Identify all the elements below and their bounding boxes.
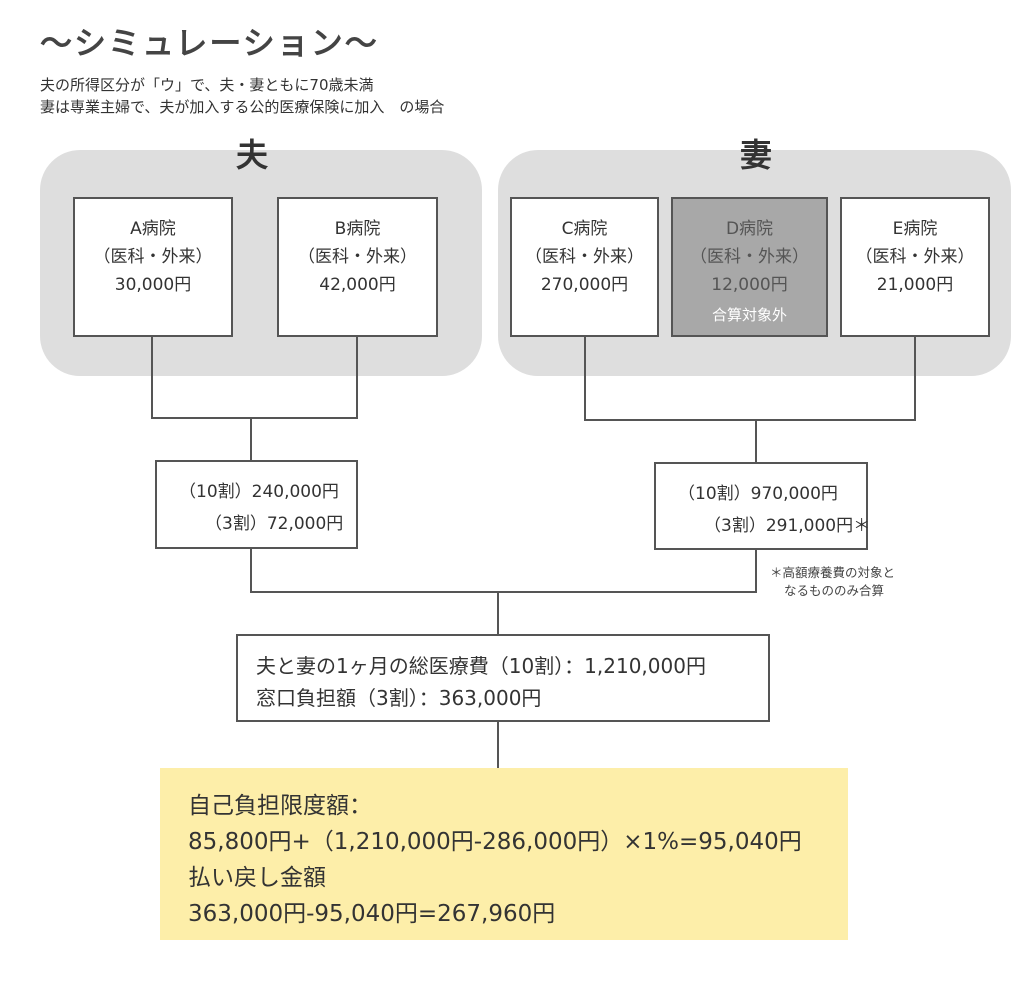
hospital-name: B病院 [334, 219, 381, 239]
hospital-c-box: C病院 （医科・外来） 270,000円 [510, 197, 659, 337]
hospital-type: （医科・外来） [525, 247, 644, 267]
wife-bracket-line [584, 336, 916, 421]
total-box: 夫と妻の1ヶ月の総医療費（10割）：1,210,000円 窓口負担額（3割）：3… [236, 634, 770, 722]
hospital-name: D病院 [725, 219, 774, 239]
hospital-amount: 42,000円 [319, 275, 396, 295]
hospital-name: C病院 [561, 219, 608, 239]
limit-formula: 85,800円+（1,210,000円-286,000円）×1%=95,040円 [188, 829, 802, 855]
result-box: 自己負担限度額： 85,800円+（1,210,000円-286,000円）×1… [160, 768, 848, 940]
husband-bracket-line [151, 336, 358, 419]
hospital-amount: 12,000円 [711, 275, 788, 295]
wife-copay: （3割）291,000円＊ [704, 516, 871, 536]
merge-line [250, 548, 757, 593]
total-line-1: 夫と妻の1ヶ月の総医療費（10割）：1,210,000円 [256, 654, 706, 678]
hospital-name: A病院 [130, 219, 176, 239]
excluded-note: 合算対象外 [711, 306, 787, 324]
hospital-amount: 30,000円 [114, 275, 192, 295]
page-title: 〜シミュレーション〜 [40, 24, 379, 62]
scenario-description: 夫の所得区分が「ウ」で、夫・妻ともに70歳未満 妻は専業主婦で、夫が加入する公的… [40, 74, 444, 118]
husband-full-cost: （10割）240,000円 [179, 482, 339, 502]
husband-summary-box: （10割）240,000円 （3割）72,000円 [155, 460, 358, 549]
footnote: ＊高額療養費の対象と なるもののみ合算 [770, 564, 895, 600]
hospital-e-box: E病院 （医科・外来） 21,000円 [840, 197, 990, 337]
hospital-b-box: B病院 （医科・外来） 42,000円 [277, 197, 438, 337]
scenario-line-1: 夫の所得区分が「ウ」で、夫・妻ともに70歳未満 [40, 76, 374, 94]
hospital-type: （医科・外来） [690, 247, 809, 267]
hospital-amount: 270,000円 [540, 275, 629, 295]
footnote-line-1: ＊高額療養費の対象と [770, 565, 896, 580]
hospital-type: （医科・外来） [93, 247, 213, 267]
hospital-a-box: A病院 （医科・外来） 30,000円 [73, 197, 233, 337]
hospital-type: （医科・外来） [298, 247, 417, 267]
wife-summary-box: （10割）970,000円 （3割）291,000円＊ [654, 462, 871, 550]
refund-formula: 363,000円-95,040円=267,960円 [188, 901, 556, 927]
scenario-line-2: 妻は専業主婦で、夫が加入する公的医療保険に加入 の場合 [40, 98, 445, 116]
husband-label: 夫 [235, 136, 268, 174]
hospital-amount: 21,000円 [876, 275, 954, 295]
hospital-d-box: D病院 （医科・外来） 12,000円 合算対象外 [671, 197, 828, 337]
total-line-2: 窓口負担額（3割）：363,000円 [256, 686, 542, 710]
footnote-line-2: なるもののみ合算 [784, 583, 885, 598]
wife-label: 妻 [739, 136, 772, 174]
hospital-type: （医科・外来） [855, 247, 975, 267]
husband-copay: （3割）72,000円 [205, 514, 344, 534]
wife-full-cost: （10割）970,000円 [678, 484, 838, 504]
limit-label: 自己負担限度額： [188, 793, 372, 819]
hospital-name: E病院 [892, 219, 938, 239]
refund-label: 払い戻し金額 [188, 865, 326, 891]
